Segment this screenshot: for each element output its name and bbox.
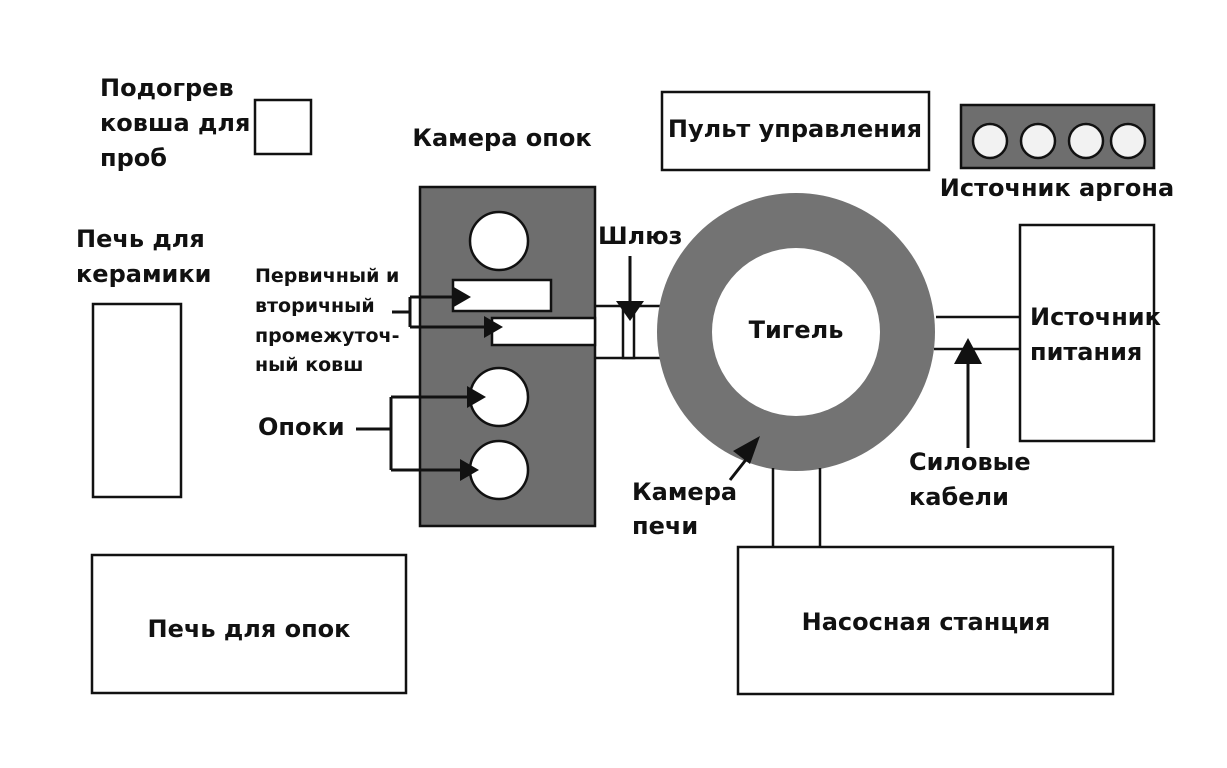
primary-ladle: [451, 278, 553, 313]
flask-2-arrowhead: [460, 459, 479, 481]
ladle-preheat-block: Подогрев ковша для проб: [100, 74, 313, 172]
flask-chamber-label: Камера опок: [412, 124, 591, 152]
flask-furnace-box: [90, 553, 408, 695]
flask-furnace-block: Печь для опок: [90, 553, 408, 695]
ceramics-furnace-box: [91, 302, 183, 499]
ladle-preheat-label: Подогрев ковша для проб: [100, 74, 259, 172]
power-cables-line-2: кабели: [909, 483, 1009, 511]
pump-station-label: Насосная станция: [802, 608, 1051, 636]
secondary-ladle-arrowhead: [484, 316, 503, 338]
control-panel-label: Пульт управления: [668, 115, 922, 143]
furnace-chamber-line-2: печи: [632, 512, 698, 540]
flask-chamber-port: [468, 210, 530, 272]
furnace-chamber-arrowhead: [733, 436, 760, 464]
power-source-line-2: питания: [1030, 338, 1142, 366]
argon-cylinder-1: [971, 122, 1009, 160]
gate-arrowhead: [616, 301, 644, 321]
intermediate-ladle-callout: Первичный и вторичный промежуточ- ный ко…: [255, 265, 503, 376]
control-panel-box: [660, 90, 931, 172]
argon-source-label: Источник аргона: [940, 174, 1174, 202]
power-source-block: Источник питания Силовые кабели: [909, 223, 1169, 511]
flask-chamber-block: Камера опок: [412, 124, 597, 528]
ladle-preheat-line-1: Подогрев: [100, 74, 234, 102]
argon-cylinder-4: [1109, 122, 1147, 160]
power-source-line-1: Источник: [1030, 303, 1161, 331]
gate-label: Шлюз: [598, 222, 683, 250]
power-cables-arrowhead: [954, 338, 982, 364]
argon-cylinder-3: [1067, 122, 1105, 160]
power-cables-line-1: Силовые: [909, 448, 1031, 476]
furnace-chamber-label: Камера печи: [632, 478, 745, 540]
intermediate-ladle-line-4: ный ковш: [255, 354, 363, 376]
crucible: [712, 248, 880, 416]
ladle-preheat-box: [253, 98, 313, 156]
flasks-leader: [356, 395, 472, 472]
intermediate-ladle-line-3: промежуточ-: [255, 325, 400, 347]
gate-block: Шлюз: [595, 222, 683, 360]
furnace-chamber-line-1: Камера: [632, 478, 737, 506]
furnace-chamber-block: Тигель Камера печи: [632, 193, 935, 540]
power-source-box: [1018, 223, 1156, 443]
flask-furnace-label: Печь для опок: [148, 615, 351, 643]
control-panel-block: Пульт управления: [660, 90, 931, 172]
intermediate-ladle-line-2: вторичный: [255, 295, 375, 317]
ladle-preheat-line-2: ковша для: [100, 109, 250, 137]
flasks-callout: Опоки: [258, 386, 486, 481]
ceramics-furnace-line-2: керамики: [76, 260, 211, 288]
flasks-label: Опоки: [258, 413, 345, 441]
pump-station-box: [736, 545, 1115, 696]
intermediate-ladle-leader: [392, 295, 493, 329]
power-source-label: Источник питания: [1030, 303, 1169, 366]
flask-1-arrowhead: [467, 386, 486, 408]
pump-station-block: Насосная станция: [736, 468, 1115, 696]
primary-ladle-arrowhead: [452, 286, 471, 308]
argon-source-block: Источник аргона: [940, 103, 1174, 202]
argon-cylinder-2: [1019, 122, 1057, 160]
crucible-label: Тигель: [749, 316, 844, 344]
intermediate-ladle-label: Первичный и вторичный промежуточ- ный ко…: [255, 265, 406, 376]
ladle-preheat-line-3: проб: [100, 144, 167, 172]
ceramics-furnace-label: Печь для керамики: [76, 225, 213, 288]
intermediate-ladle-line-1: Первичный и: [255, 265, 399, 287]
ceramics-furnace-line-1: Печь для: [76, 225, 205, 253]
secondary-ladle: [490, 316, 597, 347]
ceramics-furnace-block: Печь для керамики: [76, 225, 213, 499]
power-cables-label: Силовые кабели: [909, 448, 1039, 511]
